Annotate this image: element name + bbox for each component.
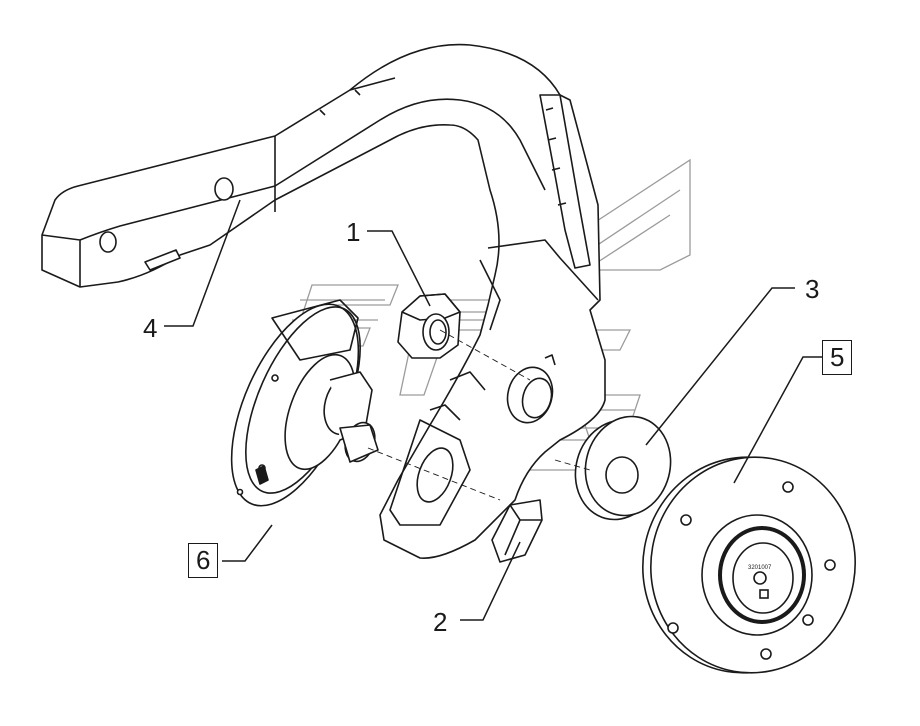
callout-5: 5 [822,340,853,375]
leader-lines [164,199,822,621]
assembly-axes [367,329,591,501]
spindle-hub-part-6 [230,299,379,507]
hub-part-number: 3201007 [748,565,772,571]
leader-line-4 [164,199,241,327]
callout-6: 6 [188,543,219,578]
leader-line-6 [222,524,273,562]
callout-1: 1 [346,217,361,247]
leader-line-5 [733,356,822,484]
bracket-arm-part-4 [41,43,606,559]
lower-nut-part-2 [491,499,543,563]
leader-line-3 [645,287,795,446]
leader-line-2 [460,541,521,621]
callout-3: 3 [805,274,820,304]
leader-line-1 [367,230,431,307]
hub-flange-part-5: 3201007 [642,456,856,674]
callout-4: 4 [143,313,158,343]
hex-nut-part-1 [397,293,461,359]
callout-2: 2 [433,607,448,637]
